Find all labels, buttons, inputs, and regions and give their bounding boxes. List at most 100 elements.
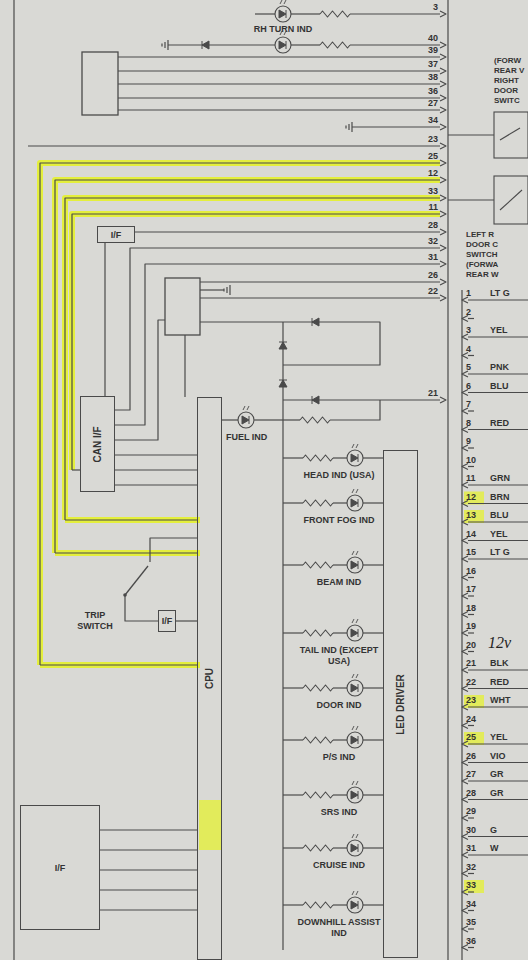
led-symbol [356,489,358,493]
module-box: I/F [20,805,100,930]
pin-label: 22 [466,677,486,688]
terminal-arrow [440,261,446,267]
pin-label: 27 [402,98,438,109]
wire [333,687,347,688]
led-symbol [352,444,354,448]
pin-label: BLU [490,510,528,521]
led-symbol [352,551,354,555]
led-symbol [279,41,286,49]
pin-label: 12 [402,168,438,179]
led-symbol [242,416,249,424]
highlight-mark [65,517,200,523]
terminal-arrow [440,54,446,60]
wire [468,799,528,800]
resistor-symbol [303,630,333,636]
wire [115,484,197,485]
wire [333,564,347,565]
wire [283,399,440,400]
wire [255,13,275,14]
pin-label: 25 [402,151,438,162]
wire [100,889,197,890]
wire [468,614,474,615]
terminal-arrow [440,160,446,166]
wire [468,373,528,374]
wire [150,538,197,562]
pin-label: 8 [466,418,486,429]
pin-label: 21 [402,388,438,399]
wire [333,632,347,633]
led-symbol [352,726,354,730]
pin-label: GRN [490,473,528,484]
switch-symbol [125,566,148,595]
terminal-arrow [440,42,446,48]
pin-label: 3 [402,2,438,13]
pin-label: 14 [466,529,486,540]
led-symbol [284,0,286,4]
terminal-arrow [440,107,446,113]
resistor-symbol [320,11,350,17]
wire [28,145,440,146]
pin-label: 5 [466,362,486,373]
pin-label: 28 [466,788,486,799]
pin-label: 32 [466,862,486,873]
terminal-arrow [440,68,446,74]
led-symbol [280,0,282,4]
wire [468,706,528,707]
pin-label: 40 [402,33,438,44]
pin-label: 31 [466,843,486,854]
terminal-arrow [440,295,446,301]
led-symbol [351,684,358,692]
wire [468,540,528,541]
wire [350,13,440,14]
box-label: CPU [204,668,215,689]
wire [72,214,440,470]
pin-label: 13 [466,510,486,521]
resistor-symbol [303,902,333,908]
pin-label: TAIL IND (EXCEPT USA) [296,645,382,667]
pin-label: WHT [490,695,528,706]
wire [333,794,347,795]
wire [55,552,197,553]
pin-label: 27 [466,769,486,780]
highlight-mark [40,163,440,665]
pin-label: DOWNHILL ASSIST IND [296,917,382,939]
wire [333,739,347,740]
wire [468,484,528,485]
wire [468,836,528,837]
pin-label: 39 [402,45,438,56]
wire [468,355,474,356]
wire [118,56,440,57]
diode-symbol [279,342,287,349]
led-symbol [352,891,354,895]
pin-label: DOOR IND [296,700,382,711]
pin-label: GR [490,788,528,799]
wire [468,651,474,652]
led-symbol [356,619,358,623]
pin-label: 7 [466,399,486,410]
wire [448,134,494,135]
wire [100,869,197,870]
wire [333,904,347,905]
wire [468,762,528,763]
terminal-arrow [440,95,446,101]
signal-wire [176,620,197,621]
pin-label: TRIP SWITCH [70,610,120,632]
wire [118,83,440,84]
wire [72,469,80,470]
led-symbol [347,495,363,511]
wire [363,502,383,503]
pin-label: W [490,843,528,854]
pin-label: BRN [490,492,528,503]
wire [468,891,474,892]
led-symbol [238,412,254,428]
wire [363,739,383,740]
wire [330,400,380,420]
led-symbol [347,732,363,748]
ground-symbol [229,285,230,295]
wire [363,847,383,848]
pin-label: 1 [466,288,486,299]
pin-label: 2 [466,307,486,318]
led-symbol [352,834,354,838]
pin-label: 38 [402,72,438,83]
